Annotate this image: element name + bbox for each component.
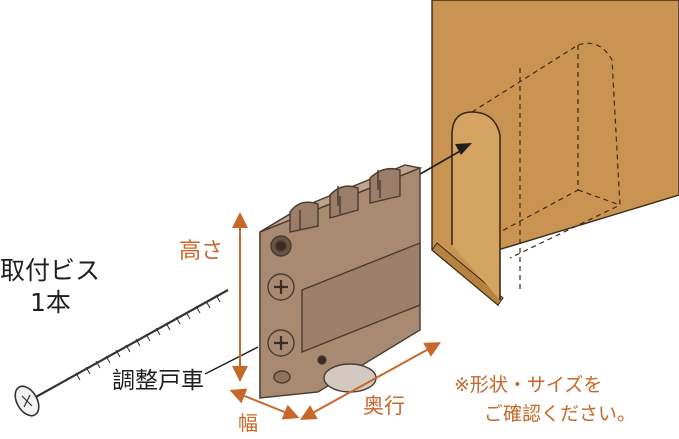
depth-dimension	[299, 342, 442, 420]
insert-arrow	[414, 143, 472, 178]
adjust-screw-upper	[267, 273, 295, 301]
door-panel	[431, 0, 679, 307]
screw-count-label: 1本	[30, 288, 71, 317]
hidden-pocket-outline	[471, 42, 621, 290]
mounting-screw	[14, 289, 229, 417]
phillips-adjust-icon	[274, 336, 288, 350]
adjust-screw-lower	[267, 329, 295, 357]
height-label: 高さ	[179, 239, 224, 264]
screw-head-cross-icon	[21, 394, 33, 408]
depth-label: 奥行	[363, 394, 405, 418]
roller-label: 調整戸車	[112, 368, 204, 394]
roller-part	[259, 164, 423, 399]
top-ribs	[289, 167, 401, 233]
note-line-1: ※形状・サイズを	[454, 374, 603, 396]
phillips-adjust-icon	[274, 280, 288, 294]
note-line-2: ご確認ください。	[484, 403, 637, 425]
roller-leader-line	[204, 346, 259, 375]
width-dimension	[229, 388, 300, 420]
screw-label: 取付ビス	[0, 256, 101, 285]
width-label: 幅	[238, 411, 258, 435]
roller-wheel	[323, 363, 377, 393]
